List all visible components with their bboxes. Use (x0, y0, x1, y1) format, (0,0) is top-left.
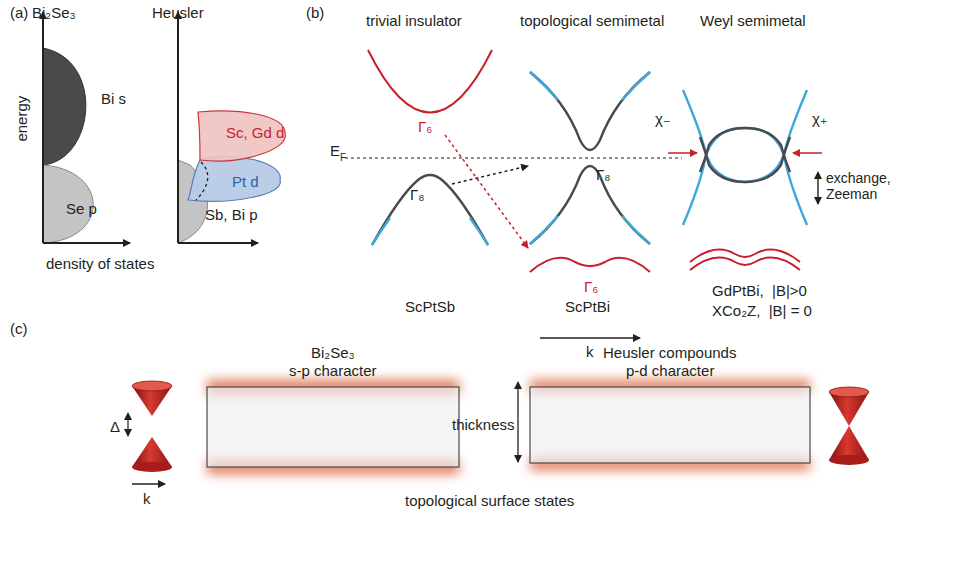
panel-title: s-p character (289, 362, 377, 379)
chirality-label: χ₋ (655, 110, 671, 127)
annotation: exchange, Zeeman (826, 170, 898, 202)
panel-title: Heusler compounds (603, 344, 736, 361)
panel-title: Bi₂Se₃ (32, 4, 76, 21)
panel-letter: (c) (10, 320, 28, 337)
compound-label: GdPtBi, |B|>0 (712, 282, 807, 299)
band-label: Γ₆ (418, 118, 432, 135)
axis-label: k (586, 343, 594, 360)
axis-label: density of states (46, 255, 154, 272)
panel-letter: (a) (10, 4, 28, 21)
panel-title: Bi₂Se₃ (311, 344, 355, 361)
panel-letter: (b) (306, 4, 324, 21)
band-label: Bi s (101, 90, 126, 107)
band-label: Se p (66, 200, 97, 217)
compound-label: ScPtBi (565, 298, 610, 315)
compound-label: XCo₂Z, |B| = 0 (712, 302, 812, 319)
axis-label: energy (13, 96, 30, 142)
band-label: Sb, Bi p (205, 206, 258, 223)
fermi-label: E (330, 142, 340, 159)
compound-label: ScPtSb (405, 298, 455, 315)
band-label: Γ₈ (410, 186, 424, 203)
panel-title: Weyl semimetal (700, 12, 806, 29)
axis-label: k (143, 490, 151, 507)
panel-title: trivial insulator (366, 12, 462, 29)
band-label: Pt d (232, 173, 259, 190)
panel-title: topological semimetal (520, 12, 664, 29)
panel-title: p-d character (626, 362, 714, 379)
band-label: Sc, Gd d (226, 124, 284, 141)
caption-label: topological surface states (405, 492, 574, 509)
chirality-label: χ₊ (812, 110, 828, 127)
band-label: Γ₆ (584, 278, 598, 295)
fermi-subscript: F (340, 152, 346, 164)
dimension-label: thickness (452, 416, 515, 433)
band-label: Γ₈ (596, 166, 610, 183)
panel-title: Heusler (152, 4, 204, 21)
gap-label: Δ (110, 418, 120, 435)
